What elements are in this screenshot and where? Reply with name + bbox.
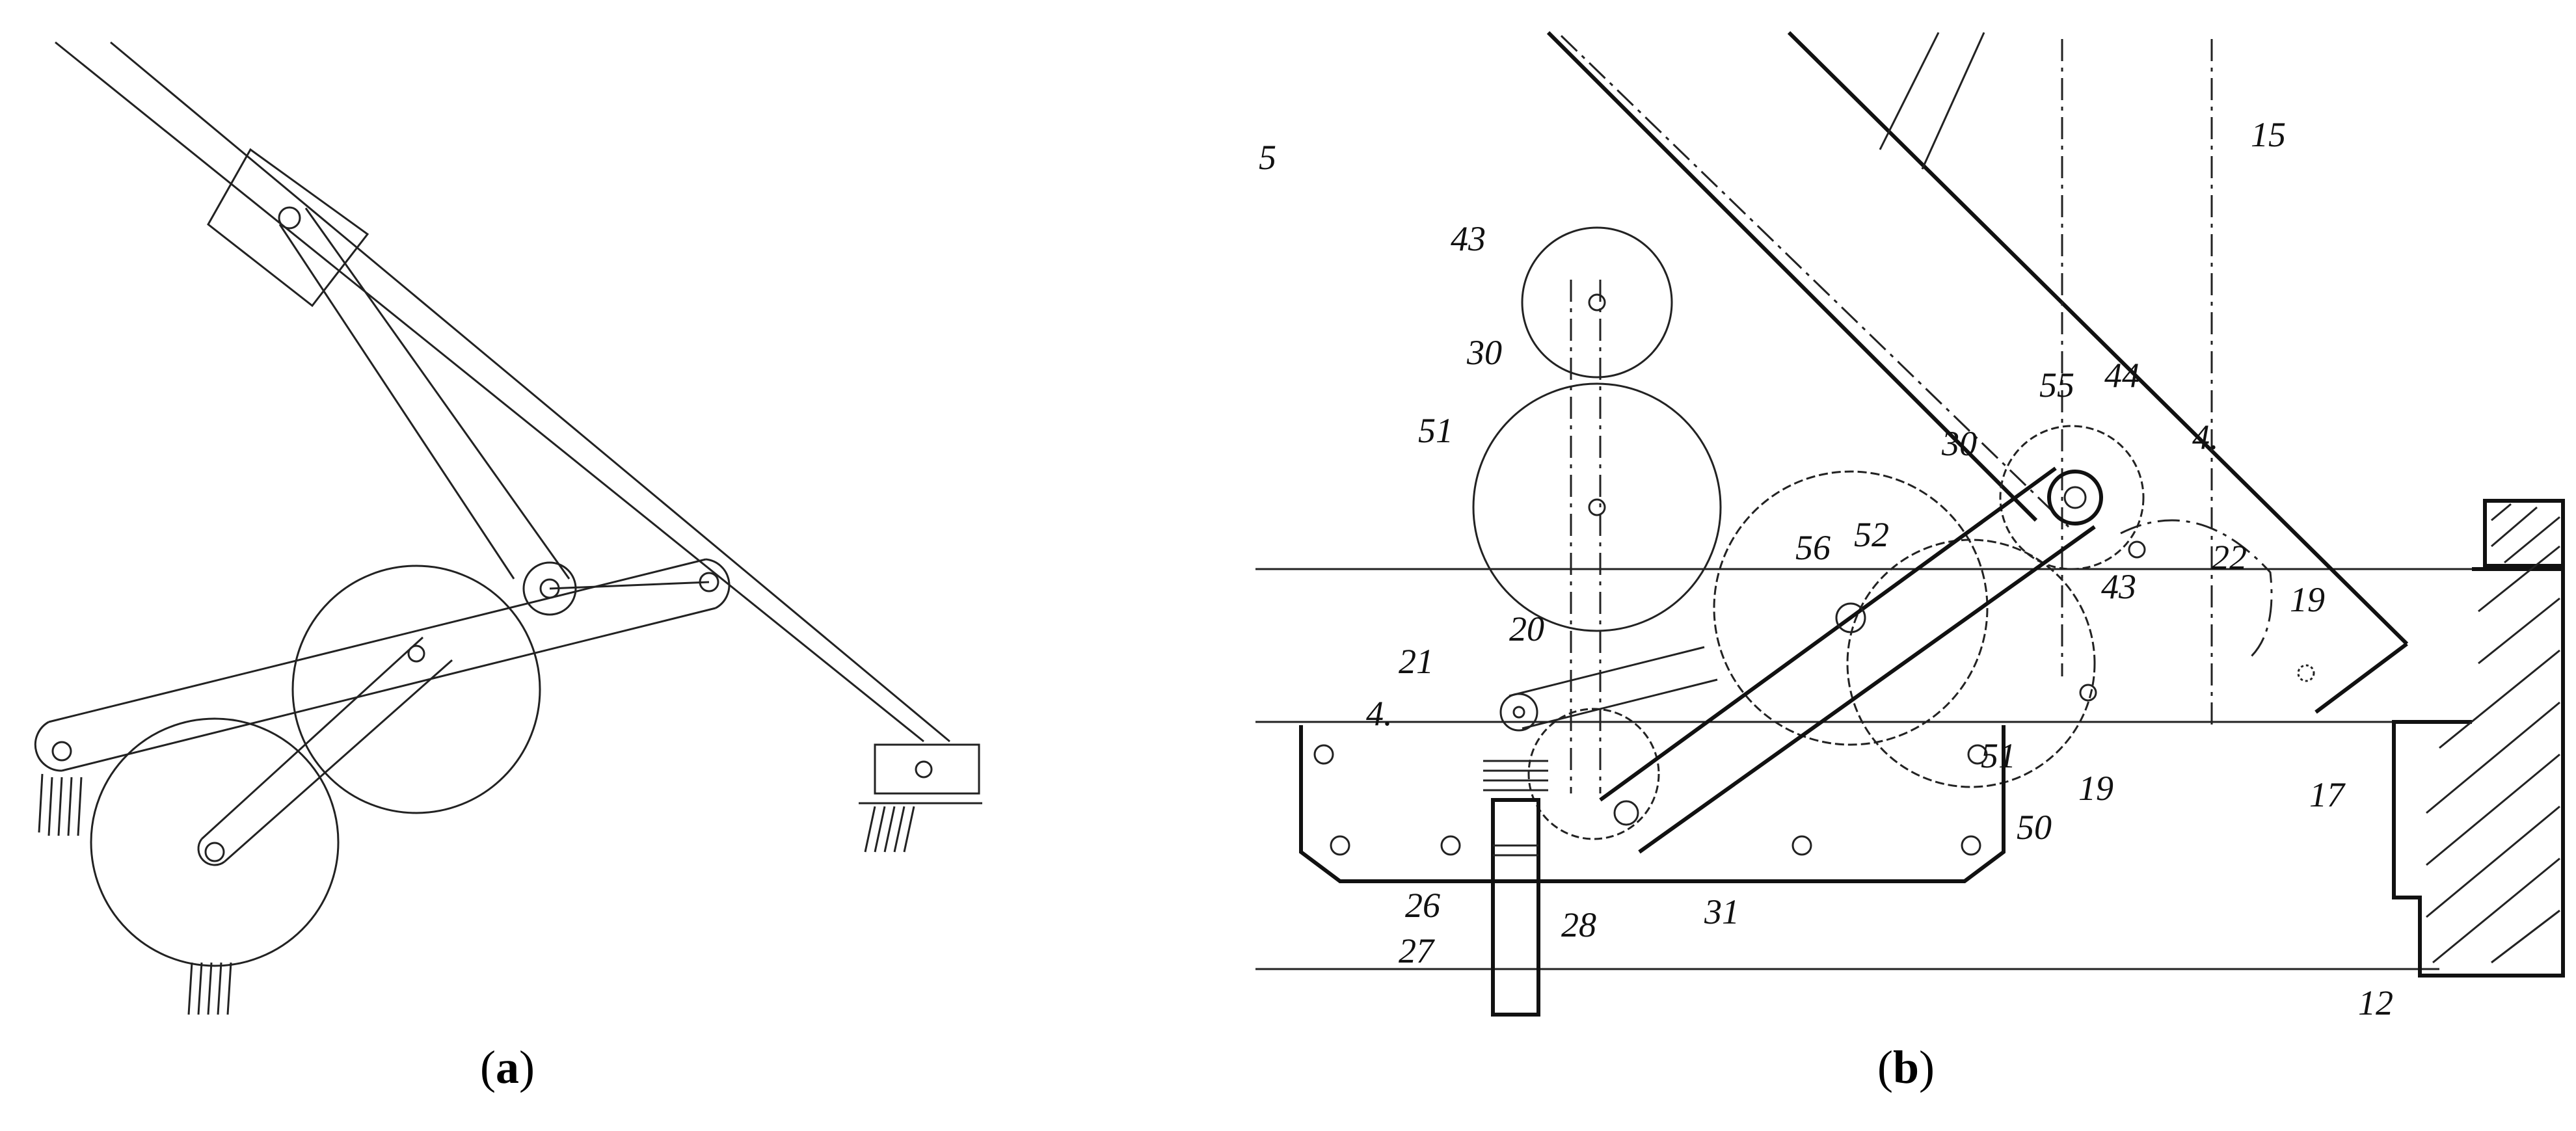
label-55: 55	[2039, 366, 2074, 405]
label-50: 50	[2017, 808, 2052, 847]
label-56: 56	[1795, 528, 1831, 567]
front-wheel-pivot	[204, 842, 225, 862]
pivot-19-mid	[2079, 684, 2097, 702]
upper-frame-arm	[55, 41, 950, 743]
label-15: 15	[2251, 115, 2286, 154]
label-51-right: 51	[1981, 736, 2016, 775]
right-bristle-foot	[864, 806, 915, 853]
gear-30-large	[1713, 470, 1989, 746]
slider-link	[278, 207, 570, 579]
right-foot-block	[874, 743, 980, 795]
reference-labels: 5 15 43 30 51 55 44 4. 30 56 52 22 19 43…	[1259, 115, 2393, 1022]
beam-left-pivot	[51, 741, 72, 762]
crank-link	[197, 636, 453, 866]
left-bristle-foot	[38, 773, 83, 836]
gear-55-small	[1999, 425, 2145, 570]
circle-43-top	[1521, 226, 1673, 379]
fig-number-fragment: 5	[1259, 138, 1276, 177]
panel-b-diagram: 5 15 43 30 51 55 44 4. 30 56 52 22 19 43…	[1236, 0, 2576, 1131]
label-26: 26	[1405, 886, 1440, 925]
label-30-top: 30	[1466, 333, 1502, 372]
label-22: 22	[2212, 538, 2247, 577]
wheel-bristle-foot	[187, 962, 232, 1015]
frame-rails	[1255, 568, 2472, 970]
label-43-mid: 43	[2101, 567, 2136, 606]
rear-large-wheel	[291, 565, 541, 814]
gear-51-right	[1846, 539, 2096, 788]
pivot-22	[2128, 540, 2146, 559]
panel-a-diagram	[0, 0, 1015, 1131]
label-31: 31	[1704, 892, 1739, 931]
link-20	[1499, 646, 1718, 732]
wall-12	[2392, 499, 2565, 978]
upper-slider-block	[207, 148, 369, 308]
label-43-top: 43	[1451, 219, 1486, 258]
lower-rod	[549, 581, 710, 590]
caption-b: (b)	[1877, 1041, 1935, 1093]
circle-43-center	[1588, 293, 1606, 312]
screw-shaft-27	[1483, 760, 1548, 1017]
label-28: 28	[1561, 905, 1596, 944]
patent-gear-drawing: 5 15 43 30 51 55 44 4. 30 56 52 22 19 43…	[1255, 31, 2565, 1022]
label-4-top: 4.	[2192, 418, 2219, 457]
label-17: 17	[2309, 775, 2346, 814]
label-19-right: 19	[2290, 580, 2325, 619]
crank-mid-pivot	[407, 645, 425, 663]
label-19-mid: 19	[2078, 769, 2113, 808]
walking-mechanism-drawing	[34, 41, 982, 1015]
label-4-left: 4.	[1366, 694, 1393, 733]
label-30-mid: 30	[1941, 424, 1977, 463]
circle-51-center	[1588, 498, 1606, 516]
label-27: 27	[1399, 931, 1435, 970]
label-12: 12	[2358, 983, 2393, 1022]
bracket-housing	[1299, 725, 2006, 883]
label-21: 21	[1399, 642, 1434, 681]
label-44: 44	[2104, 356, 2140, 395]
label-20: 20	[1509, 609, 1544, 648]
mid-pivot-hub	[522, 561, 577, 616]
arc-22	[2120, 519, 2273, 658]
label-51-left: 51	[1418, 411, 1453, 450]
caption-a: (a)	[480, 1041, 535, 1093]
circle-51-left	[1472, 382, 1722, 632]
pivot-19-right	[2297, 664, 2315, 682]
diagonal-arm-15	[1546, 31, 2409, 714]
gear-26-lower	[1527, 708, 1660, 840]
upper-pivot	[278, 206, 301, 230]
right-foot-pivot	[915, 760, 933, 778]
pivot-31	[1613, 800, 1639, 826]
front-large-wheel	[90, 717, 340, 967]
label-52: 52	[1854, 515, 1889, 554]
link-bar-52	[1599, 466, 2103, 854]
main-beam	[34, 558, 731, 772]
